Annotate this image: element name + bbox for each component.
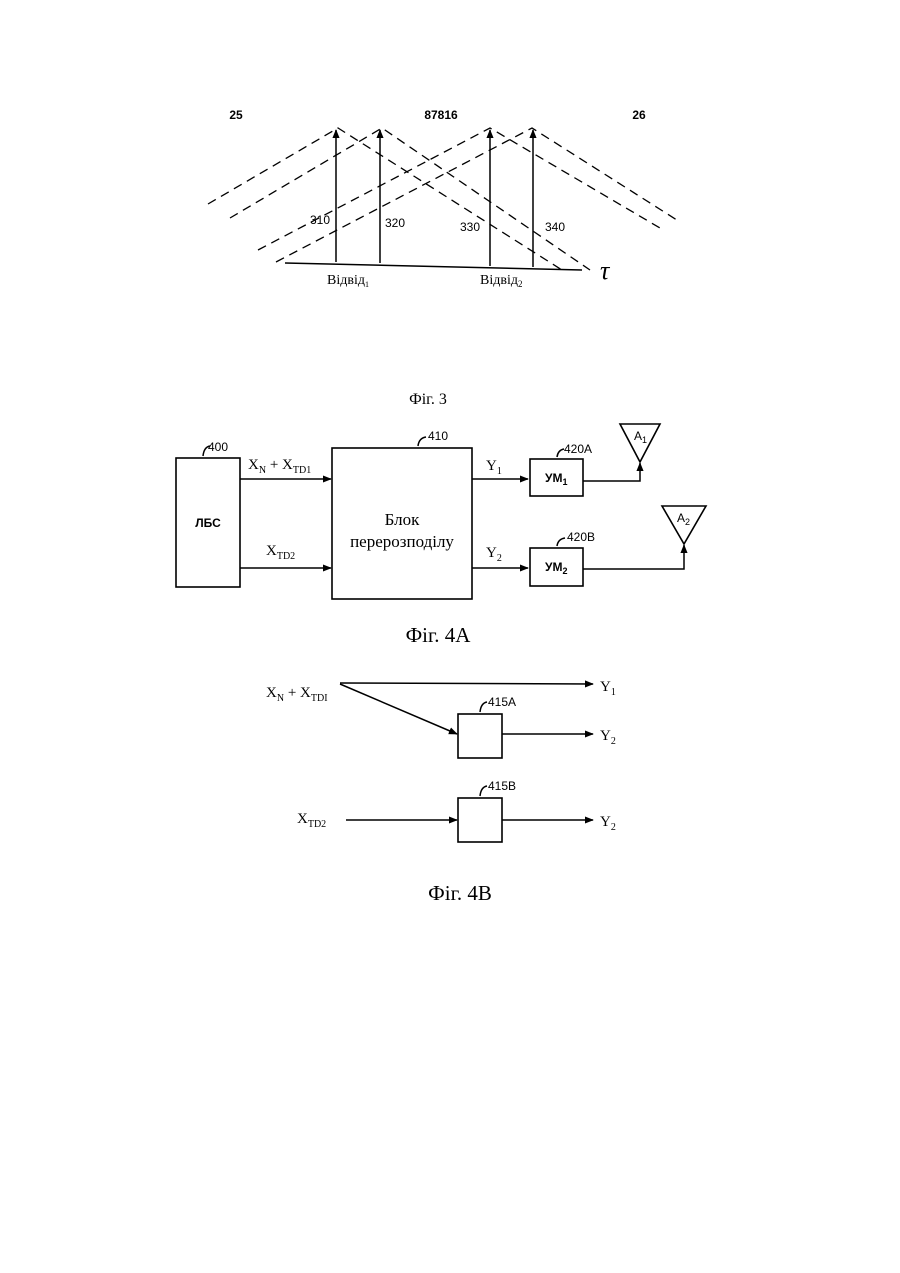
fig4b-input-2-label: XTD2 (297, 811, 326, 830)
envelope-330 (258, 128, 660, 250)
figure-3-caption: Фіг. 3 (409, 391, 447, 408)
figure-4a: ЛБС 400 XN + XTD1 XTD2 Блок перерозподіл… (176, 424, 706, 647)
block-415a-ref: 415A (488, 695, 516, 709)
tau-symbol: τ (600, 256, 611, 285)
tap-1-label: Відвід1 (327, 273, 369, 289)
input-1-label: XN + XTD1 (248, 457, 311, 476)
antenna-1-feed (583, 463, 640, 481)
amplifier-2-ref-leader (557, 538, 565, 546)
fig4b-input-1-label: XN + XTDI (266, 685, 328, 704)
fig4b-output-y1: Y1 (600, 679, 616, 698)
fig4b-output-y2-a: Y2 (600, 728, 616, 747)
page-header: 25 87816 26 (229, 108, 646, 122)
antenna-2-feed (583, 545, 684, 569)
left-page-number: 25 (229, 108, 243, 122)
fig4b-direct-path-arrow (340, 683, 593, 684)
redistribution-ref: 410 (428, 429, 448, 443)
block-415b-ref: 415B (488, 779, 516, 793)
tap-2-label: Відвід2 (480, 273, 522, 289)
amplifier-2-ref: 420B (567, 530, 595, 544)
block-415b (458, 798, 502, 842)
figure-4b-caption: Фіг. 4B (428, 881, 492, 905)
patent-number: 87816 (424, 108, 458, 122)
source-ref: 400 (208, 440, 228, 454)
time-axis (285, 263, 582, 270)
figure-4b: XN + XTDI Y1 415A Y2 XTD2 415B Y2 Фіг. 4… (266, 679, 616, 905)
label-340: 340 (545, 220, 565, 234)
amplifier-1-ref-leader (557, 449, 564, 457)
input-2-label: XTD2 (266, 543, 295, 562)
source-block-label: ЛБС (195, 516, 221, 530)
block-415a-ref-leader (480, 702, 487, 712)
fig4b-branch-arrow (340, 684, 457, 734)
label-320: 320 (385, 216, 405, 230)
label-310: 310 (310, 213, 330, 227)
redistribution-label-line2: перерозподілу (350, 532, 454, 551)
figure-3: τ 310 320 330 340 Відвід1 Відвід2 Фіг. 3 (208, 128, 680, 408)
block-415b-ref-leader (480, 786, 487, 796)
redistribution-ref-leader (418, 437, 426, 446)
right-page-number: 26 (632, 108, 646, 122)
envelope-320 (230, 128, 590, 270)
block-415a (458, 714, 502, 758)
fig4b-output-y2-b: Y2 (600, 814, 616, 833)
output-1-label: Y1 (486, 458, 502, 477)
redistribution-label-line1: Блок (385, 510, 421, 529)
figure-4a-caption: Фіг. 4А (406, 623, 472, 647)
label-330: 330 (460, 220, 480, 234)
output-2-label: Y2 (486, 545, 502, 564)
dashed-triangle-envelopes (208, 128, 680, 270)
amplifier-1-ref: 420A (564, 442, 592, 456)
